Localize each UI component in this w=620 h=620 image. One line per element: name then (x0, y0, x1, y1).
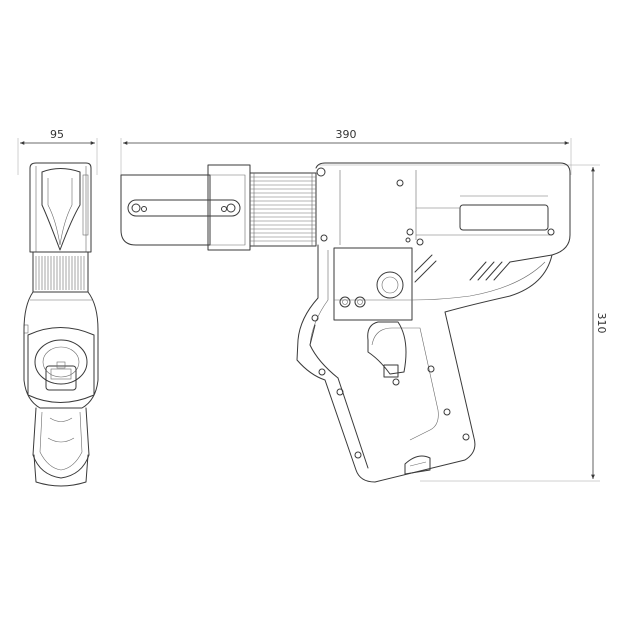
side-knurl (250, 173, 316, 246)
side-view (120, 162, 571, 483)
vent-slots (414, 254, 511, 283)
dimension-height-310: 310 (318, 164, 608, 482)
dimension-width-95: 95 (17, 128, 98, 175)
dimension-label-length: 390 (336, 128, 357, 141)
dimension-label-height: 310 (595, 313, 608, 334)
front-view (23, 162, 99, 487)
dimension-label-width: 95 (50, 128, 64, 141)
front-knurl (35, 256, 85, 290)
dimension-length-390: 390 (120, 128, 572, 175)
